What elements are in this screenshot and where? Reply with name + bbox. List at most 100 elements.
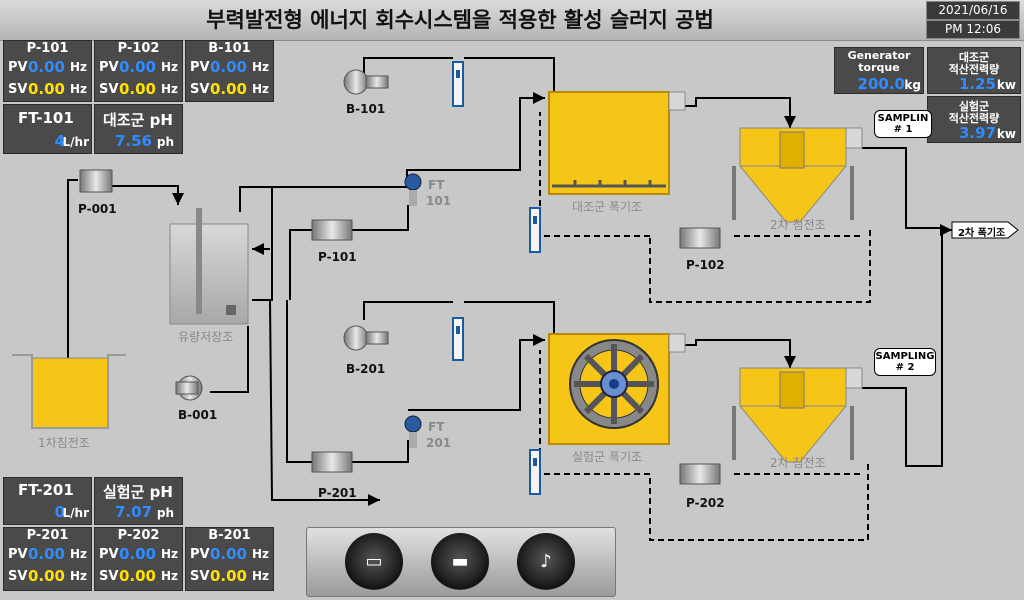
unit: Hz xyxy=(251,82,269,96)
pv-value: 0.00 xyxy=(118,58,156,76)
ph-exp-unit: ph xyxy=(156,506,174,520)
label-p201: P-201 xyxy=(318,486,357,500)
panel-control-power: 대조군 적산전력량 1.25 kw xyxy=(927,47,1021,94)
ph-exp-value: 7.07 xyxy=(114,503,152,521)
label-b001: B-001 xyxy=(178,408,218,422)
sv-label: SV xyxy=(8,569,28,584)
ph-control-value: 7.56 xyxy=(114,132,152,150)
ft201-value: 0 xyxy=(54,503,65,521)
unit: Hz xyxy=(69,60,87,74)
label-p001: P-001 xyxy=(78,202,117,216)
ft201-unit: L/hr xyxy=(62,506,90,520)
control-power-label2: 적산전력량 xyxy=(948,63,1000,76)
ft101-label: FT-101 xyxy=(18,109,74,127)
pv-label: PV xyxy=(8,60,28,75)
sv-value[interactable]: 0.00 xyxy=(118,80,156,98)
pv-label: PV xyxy=(190,60,210,75)
sampling2-callout[interactable]: SAMPLING # 2 xyxy=(874,348,936,376)
unit: Hz xyxy=(251,569,269,583)
pv-value: 0.00 xyxy=(118,545,156,563)
panel-generator: Generator torque 200.0 kg xyxy=(834,47,924,94)
page-title: 부력발전형 에너지 회수시스템을 적용한 활성 슬러지 공법 xyxy=(206,8,714,32)
folder-button[interactable]: ▬ xyxy=(431,533,489,591)
sv-label: SV xyxy=(99,82,119,97)
sv-value[interactable]: 0.00 xyxy=(118,567,156,585)
panel-title: P-101 xyxy=(26,41,69,56)
ph-exp-label: 실험군 pH xyxy=(103,483,173,501)
unit: Hz xyxy=(160,82,178,96)
pv-label: PV xyxy=(99,60,119,75)
sv-label: SV xyxy=(8,82,28,97)
label-exp-aeration: 실험군 폭기조 xyxy=(572,450,643,464)
ft101-value: 4 xyxy=(54,132,65,150)
label-primary-clarifier: 1차침전조 xyxy=(38,436,90,450)
panel-title: P-102 xyxy=(117,41,160,56)
sampling1-callout[interactable]: SAMPLIN # 1 xyxy=(874,110,932,138)
label-flow-tank: 유량저장조 xyxy=(178,330,234,344)
unit: Hz xyxy=(160,569,178,583)
ph-control-label: 대조군 pH xyxy=(103,111,173,129)
control-power-unit: kw xyxy=(996,78,1016,92)
pv-value: 0.00 xyxy=(27,58,65,76)
label-ft201-num: 201 xyxy=(426,436,452,450)
control-power-label1: 대조군 xyxy=(958,51,990,64)
label-ft101-num: 101 xyxy=(426,194,452,208)
label-p101: P-101 xyxy=(318,250,357,264)
control-power-value: 1.25 xyxy=(958,75,996,93)
label-p202: P-202 xyxy=(686,496,725,510)
panel-exp-power: 실험군 적산전력량 3.97 kw xyxy=(927,96,1021,143)
unit: Hz xyxy=(251,547,269,561)
alarm-button[interactable]: ♪ xyxy=(517,533,575,591)
exp-power-label1: 실험군 xyxy=(958,100,990,113)
panel-title: B-201 xyxy=(208,528,251,543)
outlet-label: 2차 폭기조 xyxy=(958,228,1006,239)
sv-label: SV xyxy=(190,82,210,97)
sampling2-num: # 2 xyxy=(895,362,915,373)
panel-title: P-201 xyxy=(26,528,69,543)
unit: Hz xyxy=(160,547,178,561)
pv-label: PV xyxy=(99,547,119,562)
panel-ft201: FT-201 0 L/hr xyxy=(3,477,92,525)
sv-value[interactable]: 0.00 xyxy=(27,80,65,98)
sampling1-num: # 1 xyxy=(893,124,913,135)
generator-label1: Generator xyxy=(847,49,911,62)
time-display: PM 12:06 xyxy=(926,20,1020,39)
pv-label: PV xyxy=(8,547,28,562)
panel-ph-exp: 실험군 pH 7.07 ph xyxy=(94,477,183,525)
sv-value[interactable]: 0.00 xyxy=(209,80,247,98)
monitor-icon: ▭ xyxy=(365,551,383,572)
ft101-unit: L/hr xyxy=(62,135,90,149)
bell-icon: ♪ xyxy=(540,551,552,572)
monitor-button[interactable]: ▭ xyxy=(345,533,403,591)
nav-bar: ▭ ▬ ♪ xyxy=(306,527,616,597)
pv-label: PV xyxy=(190,547,210,562)
panel-title: P-202 xyxy=(117,528,160,543)
label-ft101-tag: FT xyxy=(428,178,445,192)
date-display: 2021/06/16 xyxy=(926,1,1020,20)
pv-value: 0.00 xyxy=(209,545,247,563)
title-bar: 부력발전형 에너지 회수시스템을 적용한 활성 슬러지 공법 2021/06/1… xyxy=(0,0,1024,41)
unit: Hz xyxy=(69,547,87,561)
sv-value[interactable]: 0.00 xyxy=(209,567,247,585)
label-ft201-tag: FT xyxy=(428,420,445,434)
ft201-label: FT-201 xyxy=(18,481,74,499)
unit: Hz xyxy=(160,60,178,74)
unit: Hz xyxy=(69,82,87,96)
panel-ph-control: 대조군 pH 7.56 ph xyxy=(94,104,183,154)
label-control-aeration: 대조군 폭기조 xyxy=(572,200,643,214)
panel-ft101: FT-101 4 L/hr xyxy=(3,104,92,154)
label-clarifier1: 2차 침전조 xyxy=(770,218,826,232)
exp-power-unit: kw xyxy=(996,127,1016,141)
unit: Hz xyxy=(69,569,87,583)
sampling2-label: SAMPLING xyxy=(875,351,935,362)
generator-label2: torque xyxy=(858,61,900,74)
sampling1-label: SAMPLIN xyxy=(877,113,929,124)
generator-value: 200.0 xyxy=(857,75,905,93)
sv-value[interactable]: 0.00 xyxy=(27,567,65,585)
